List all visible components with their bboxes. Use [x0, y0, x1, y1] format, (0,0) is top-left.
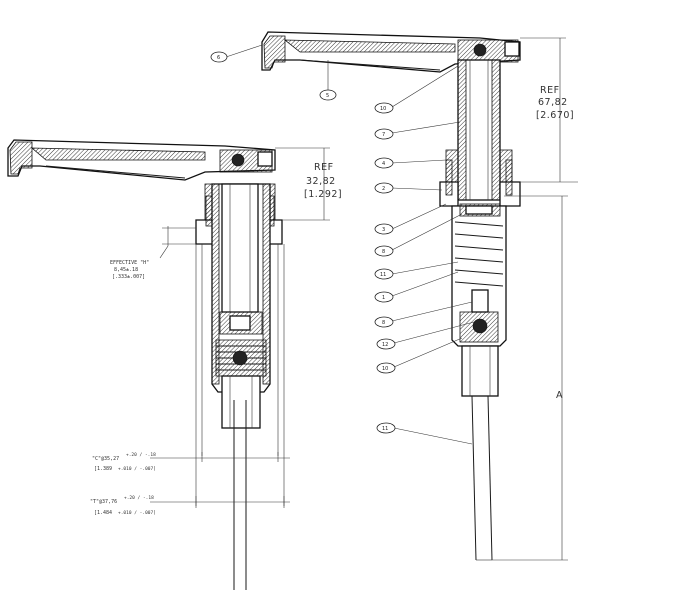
callout-11-tube: 11 [382, 426, 388, 432]
callout-8-upper: 8 [382, 249, 385, 255]
left-ref-dimension: REF 32,82 [1.292] [275, 147, 342, 221]
dimension-c: "C"@35,27 +.20 / -.18 [1.389 +.010 / -.0… [92, 452, 290, 472]
right-pump-body [451, 203, 507, 397]
callout-1: 1 [382, 295, 385, 301]
right-ref-dimension: REF 67,82 [2.670] [520, 37, 578, 183]
left-pump-assembly: REF 32,82 [1.292] EFFECTIVE "H" 8,45±.18… [7, 139, 342, 590]
callout-10-lower: 10 [382, 366, 388, 372]
right-ref-label: REF [540, 85, 560, 96]
right-bellows-ribs [454, 221, 504, 287]
right-dip-tube [471, 395, 493, 561]
right-actuator [261, 31, 521, 73]
dimension-t-inch-tolerance: +.010 / -.007] [118, 510, 156, 516]
left-ref-inch: [1.292] [304, 189, 342, 200]
right-collar [439, 149, 521, 207]
callout-7: 7 [382, 132, 385, 138]
effective-h-mm: 8,45±.18 [114, 267, 138, 273]
left-dip-tube [233, 400, 247, 590]
callout-3: 3 [382, 227, 385, 233]
left-ref-mm: 32,82 [306, 176, 336, 187]
dimension-a-label: A [556, 390, 563, 401]
dimension-t-inch: [1.484 [94, 510, 112, 516]
dimension-c-value: "C"@35,27 [92, 456, 119, 462]
right-callouts: 6 5 10 7 4 2 3 8 11 [210, 44, 475, 445]
effective-h-label: EFFECTIVE "H" [110, 260, 149, 266]
left-ref-label: REF [314, 162, 334, 173]
dimension-c-tolerance: +.20 / -.18 [126, 452, 156, 458]
left-actuator [7, 139, 276, 181]
callout-10-top: 10 [380, 106, 386, 112]
callout-8-lower: 8 [382, 320, 385, 326]
dimension-t-tolerance: +.20 / -.18 [124, 495, 154, 501]
dimension-c-inch: [1.389 [94, 466, 112, 472]
callout-11-upper: 11 [380, 272, 386, 278]
right-a-dimension: A [492, 195, 568, 561]
effective-h-dimension: EFFECTIVE "H" 8,45±.18 [.333±.007] [110, 226, 196, 280]
effective-h-inch: [.333±.007] [112, 274, 145, 280]
callout-6: 6 [217, 55, 220, 61]
right-pump-assembly: REF 67,82 [2.670] A 6 5 10 7 4 [210, 31, 578, 561]
callout-12: 12 [382, 342, 388, 348]
dimension-t: "T"@37,76 +.20 / -.18 [1.484 +.010 / -.0… [90, 495, 290, 516]
right-ref-mm: 67,82 [538, 97, 568, 108]
callout-2: 2 [382, 186, 385, 192]
left-stem [221, 183, 259, 313]
right-ref-inch: [2.670] [536, 110, 574, 121]
dimension-c-inch-tolerance: +.010 / -.007] [118, 466, 156, 472]
callout-4: 4 [382, 161, 385, 167]
callout-5: 5 [326, 93, 329, 99]
dimension-t-value: "T"@37,76 [90, 499, 117, 505]
